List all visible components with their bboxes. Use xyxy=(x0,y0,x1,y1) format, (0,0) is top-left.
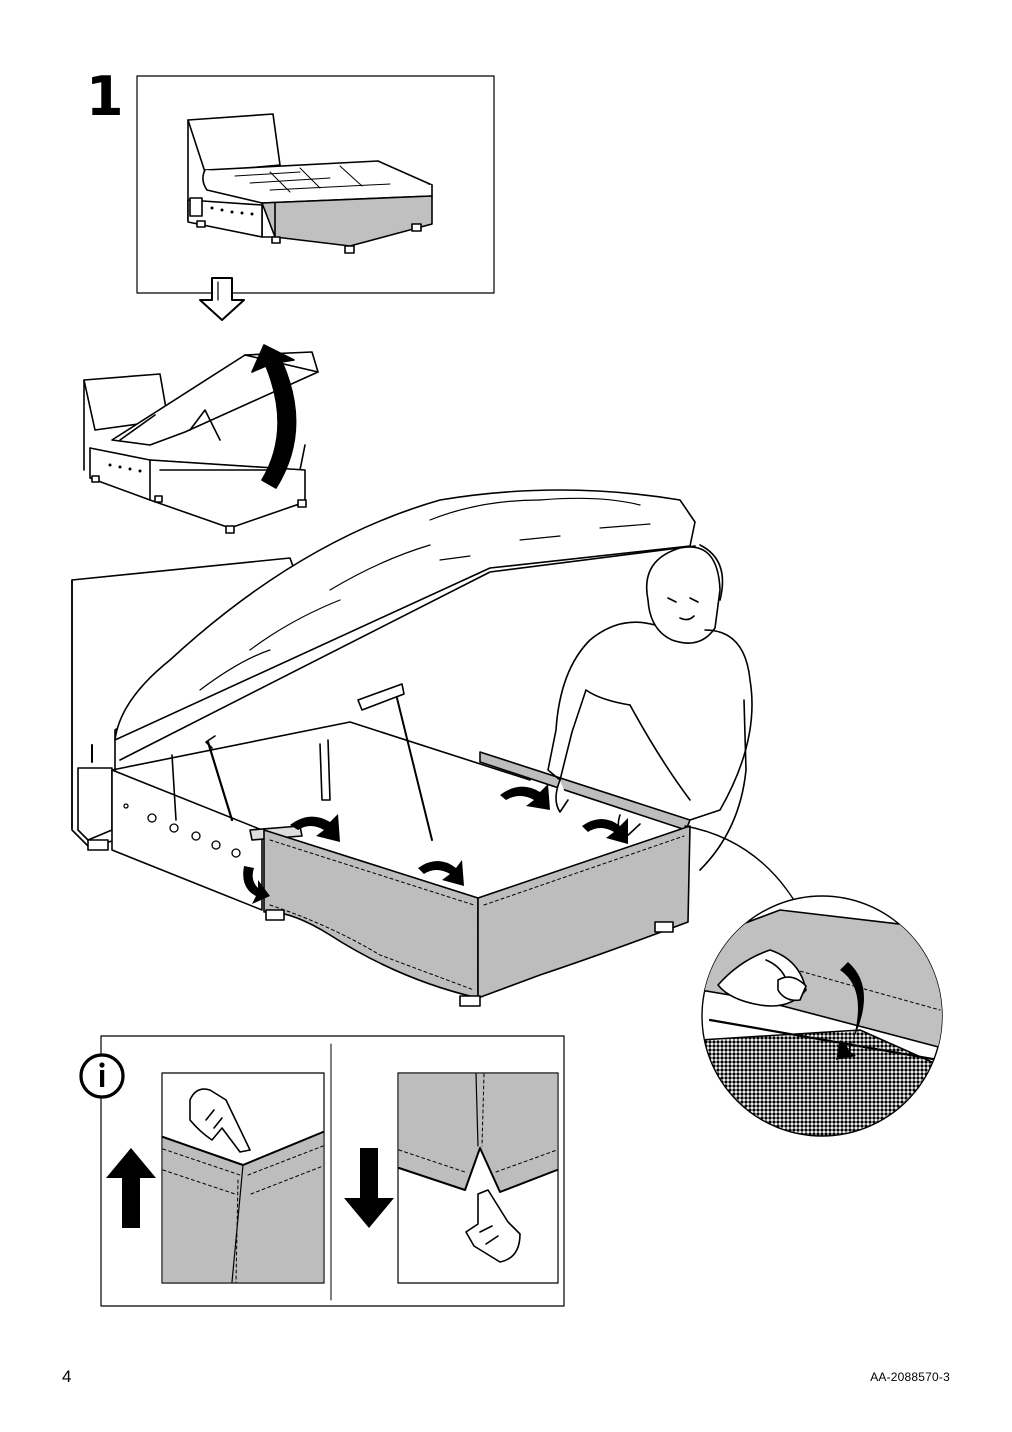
lift-arrow-icon xyxy=(251,344,297,489)
rotate-arrow-icon xyxy=(243,784,628,904)
info-icon xyxy=(79,1053,125,1099)
overview-frame xyxy=(136,75,495,294)
down-arrow-icon xyxy=(199,277,245,321)
document-code: AA-2088570-3 xyxy=(870,1370,950,1384)
step-number: 1 xyxy=(86,65,124,128)
zoom-detail xyxy=(701,895,943,1137)
up-arrow-icon xyxy=(106,1148,156,1228)
main-illustration xyxy=(71,489,801,1007)
page-number: 4 xyxy=(62,1367,72,1386)
info-box xyxy=(79,1035,565,1307)
down-arrow-icon xyxy=(344,1148,394,1228)
